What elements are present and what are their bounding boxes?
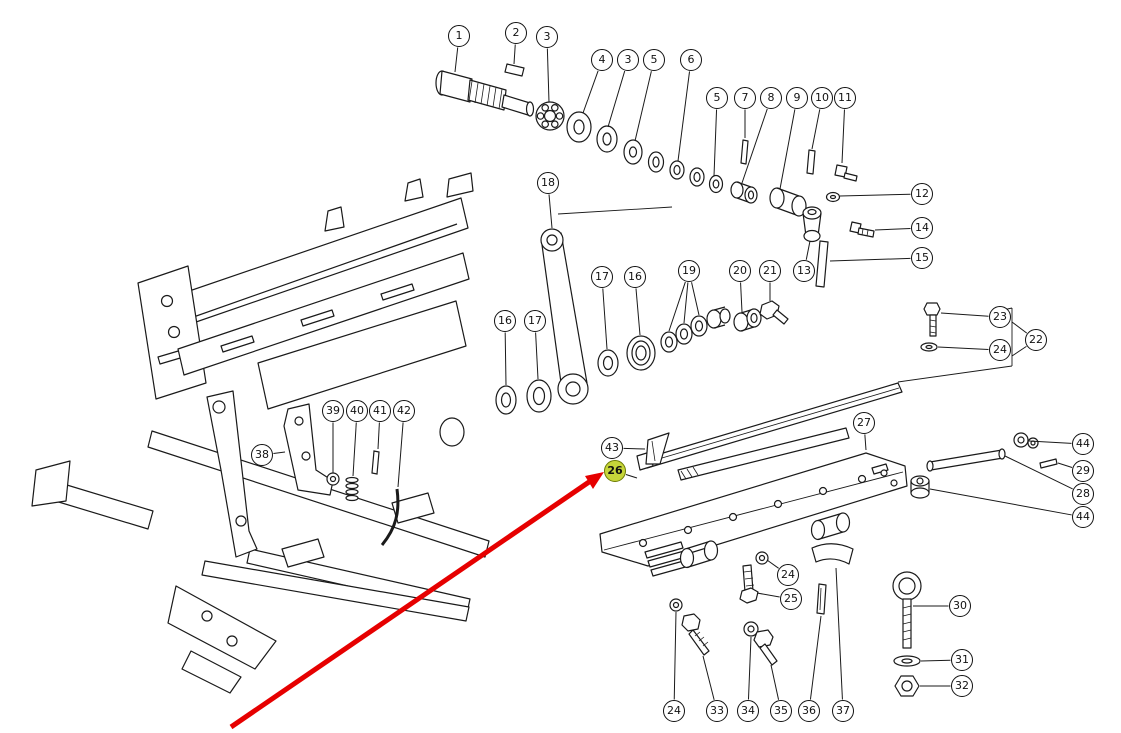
callout-23[interactable]: 23 bbox=[989, 306, 1011, 328]
callout-8[interactable]: 8 bbox=[760, 87, 782, 109]
callout-15[interactable]: 15 bbox=[911, 247, 933, 269]
arrow-head-icon bbox=[585, 472, 604, 489]
callout-3[interactable]: 3 bbox=[617, 49, 639, 71]
callout-14[interactable]: 14 bbox=[911, 217, 933, 239]
callout-27[interactable]: 27 bbox=[853, 412, 875, 434]
callout-16[interactable]: 16 bbox=[494, 310, 516, 332]
callout-3[interactable]: 3 bbox=[536, 26, 558, 48]
callout-44[interactable]: 44 bbox=[1072, 433, 1094, 455]
callout-11[interactable]: 11 bbox=[834, 87, 856, 109]
spring-and-pins bbox=[326, 450, 400, 546]
callout-41[interactable]: 41 bbox=[369, 400, 391, 422]
callout-17[interactable]: 17 bbox=[524, 310, 546, 332]
callout-6[interactable]: 6 bbox=[680, 49, 702, 71]
callout-24[interactable]: 24 bbox=[663, 700, 685, 722]
chassis-frame bbox=[31, 172, 490, 694]
highlight-arrow bbox=[229, 472, 604, 730]
callout-5[interactable]: 5 bbox=[706, 87, 728, 109]
callout-13[interactable]: 13 bbox=[793, 260, 815, 282]
callout-43[interactable]: 43 bbox=[601, 437, 623, 459]
cutter-bar-assembly bbox=[599, 302, 1058, 577]
callout-30[interactable]: 30 bbox=[949, 595, 971, 617]
callout-20[interactable]: 20 bbox=[729, 260, 751, 282]
callout-25[interactable]: 25 bbox=[780, 588, 802, 610]
callout-32[interactable]: 32 bbox=[951, 675, 973, 697]
callout-37[interactable]: 37 bbox=[832, 700, 854, 722]
arrow-shaft bbox=[229, 479, 591, 730]
callout-12[interactable]: 12 bbox=[911, 183, 933, 205]
callout-31[interactable]: 31 bbox=[951, 649, 973, 671]
callout-24[interactable]: 24 bbox=[989, 339, 1011, 361]
callout-19[interactable]: 19 bbox=[678, 260, 700, 282]
callout-4[interactable]: 4 bbox=[591, 49, 613, 71]
fasteners-bottom bbox=[669, 551, 922, 697]
callout-26-highlighted[interactable]: 26 bbox=[604, 460, 626, 482]
callout-21[interactable]: 21 bbox=[759, 260, 781, 282]
callout-34[interactable]: 34 bbox=[737, 700, 759, 722]
callout-9[interactable]: 9 bbox=[786, 87, 808, 109]
callout-17[interactable]: 17 bbox=[591, 266, 613, 288]
callout-29[interactable]: 29 bbox=[1072, 460, 1094, 482]
callout-42[interactable]: 42 bbox=[393, 400, 415, 422]
callout-18[interactable]: 18 bbox=[537, 172, 559, 194]
callout-38[interactable]: 38 bbox=[251, 444, 273, 466]
link-arm-and-washers bbox=[495, 228, 789, 415]
callout-33[interactable]: 33 bbox=[706, 700, 728, 722]
callout-44[interactable]: 44 bbox=[1072, 506, 1094, 528]
callout-1[interactable]: 1 bbox=[448, 25, 470, 47]
callout-7[interactable]: 7 bbox=[734, 87, 756, 109]
callout-22[interactable]: 22 bbox=[1025, 329, 1047, 351]
callout-39[interactable]: 39 bbox=[322, 400, 344, 422]
callout-16[interactable]: 16 bbox=[624, 266, 646, 288]
callout-35[interactable]: 35 bbox=[770, 700, 792, 722]
callout-28[interactable]: 28 bbox=[1072, 483, 1094, 505]
callout-40[interactable]: 40 bbox=[346, 400, 368, 422]
shaft-assembly bbox=[435, 63, 875, 288]
callout-24[interactable]: 24 bbox=[777, 564, 799, 586]
callout-36[interactable]: 36 bbox=[798, 700, 820, 722]
callout-2[interactable]: 2 bbox=[505, 22, 527, 44]
callout-5[interactable]: 5 bbox=[643, 49, 665, 71]
callout-10[interactable]: 10 bbox=[811, 87, 833, 109]
